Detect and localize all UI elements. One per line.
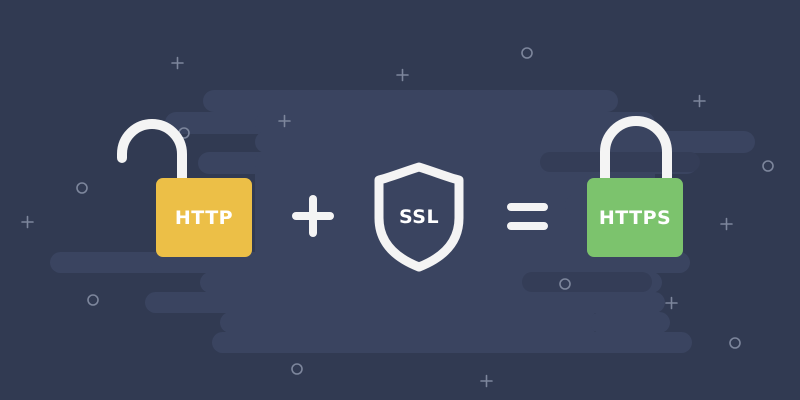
cloud-band bbox=[220, 312, 600, 333]
equals-icon bbox=[507, 203, 548, 230]
sparkle-plus-icon bbox=[278, 114, 291, 128]
sparkle-circle-icon bbox=[729, 337, 741, 349]
sparkle-circle-icon bbox=[291, 363, 303, 375]
cloud-band bbox=[212, 332, 692, 353]
sparkle-plus-icon bbox=[693, 94, 706, 108]
stripe bbox=[522, 272, 652, 292]
sparkle-plus-icon bbox=[21, 215, 34, 229]
open-shackle bbox=[117, 119, 187, 185]
stripe bbox=[540, 152, 700, 172]
sparkle-circle-icon bbox=[521, 47, 533, 59]
cloud-band bbox=[145, 292, 665, 313]
sparkle-plus-icon bbox=[665, 296, 678, 310]
ssl-label: SSL bbox=[399, 206, 439, 228]
https-label: HTTPS bbox=[599, 207, 671, 229]
sparkle-circle-icon bbox=[87, 294, 99, 306]
sparkle-plus-icon bbox=[396, 68, 409, 82]
cloud-band bbox=[590, 312, 670, 333]
http-label: HTTP bbox=[175, 207, 233, 229]
sparkle-plus-icon bbox=[171, 56, 184, 70]
sparkle-plus-icon bbox=[480, 374, 493, 388]
cloud-band bbox=[255, 112, 655, 134]
cloud-band bbox=[203, 90, 618, 112]
plus-icon bbox=[292, 195, 334, 237]
sparkles-plus bbox=[21, 56, 733, 388]
cloud-band bbox=[255, 131, 755, 153]
sparkle-circle-icon bbox=[76, 182, 88, 194]
sparkle-circle-icon bbox=[762, 160, 774, 172]
locked-padlock-icon: HTTPS bbox=[587, 116, 683, 257]
sparkle-circle-icon bbox=[559, 278, 571, 290]
shield-outline bbox=[374, 162, 464, 272]
background-stripes bbox=[522, 152, 700, 292]
padlock-body-http bbox=[156, 178, 252, 257]
closed-shackle bbox=[600, 116, 672, 187]
padlock-body-https bbox=[587, 178, 683, 257]
sparkle-plus-icon bbox=[720, 217, 733, 231]
unlocked-padlock-icon: HTTP bbox=[117, 119, 252, 257]
ssl-shield-icon: SSL bbox=[374, 162, 464, 272]
sparkles-circle bbox=[76, 47, 774, 375]
